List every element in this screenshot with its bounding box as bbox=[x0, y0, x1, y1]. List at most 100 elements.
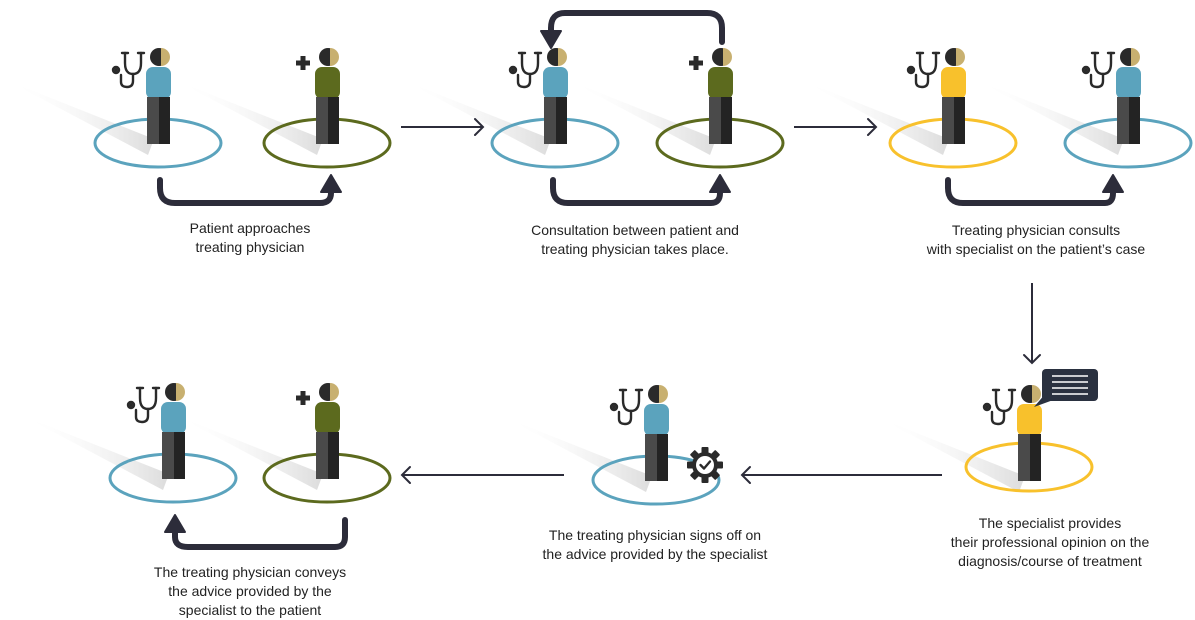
face bbox=[1131, 48, 1140, 66]
caption-line: treating physician bbox=[195, 239, 305, 255]
torso bbox=[315, 67, 340, 99]
stethoscope-icon bbox=[508, 51, 543, 89]
plus-icon bbox=[296, 391, 310, 405]
caption-line: The treating physician signs off on bbox=[548, 527, 762, 543]
leg bbox=[1129, 97, 1140, 144]
flow-arrow bbox=[401, 118, 485, 136]
caption-line: specialist to the patient bbox=[178, 602, 322, 618]
leg bbox=[556, 97, 567, 144]
leg bbox=[159, 97, 170, 144]
caption-step4: The specialist provides their profession… bbox=[920, 514, 1180, 571]
leg bbox=[721, 97, 732, 144]
flow-arrow bbox=[400, 466, 564, 484]
torso bbox=[315, 402, 340, 434]
gear-check-icon bbox=[687, 447, 723, 483]
curved-arrow bbox=[540, 10, 725, 49]
leg bbox=[645, 434, 657, 481]
caption-line: their professional opinion on the bbox=[950, 534, 1150, 550]
caption-step2: Consultation between patient and treatin… bbox=[505, 221, 765, 259]
leg bbox=[954, 97, 965, 144]
torso bbox=[1017, 404, 1042, 436]
caption-line: Treating physician consults bbox=[951, 222, 1121, 238]
curved-arrow bbox=[157, 174, 342, 206]
caption-line: diagnosis/course of treatment bbox=[958, 553, 1142, 569]
doctor-figure bbox=[1116, 48, 1141, 144]
caption-step1: Patient approaches treating physician bbox=[150, 219, 350, 257]
torso bbox=[543, 67, 568, 99]
stethoscope-icon bbox=[111, 51, 146, 89]
stethoscope-icon bbox=[609, 388, 644, 426]
leg bbox=[1030, 434, 1041, 481]
leg bbox=[316, 432, 328, 479]
curved-arrow bbox=[550, 174, 731, 206]
leg bbox=[174, 432, 185, 479]
plus-icon bbox=[689, 56, 703, 70]
leg bbox=[328, 97, 339, 144]
figure-shadow bbox=[570, 81, 716, 155]
torso bbox=[644, 404, 669, 436]
leg bbox=[657, 434, 668, 481]
leg bbox=[147, 97, 159, 144]
torso bbox=[941, 67, 966, 99]
caption-line: The specialist provides bbox=[978, 515, 1122, 531]
torso bbox=[1116, 67, 1141, 99]
face bbox=[956, 48, 965, 66]
curved-arrow bbox=[164, 514, 348, 550]
stethoscope-icon bbox=[982, 388, 1017, 426]
specialist-figure bbox=[1017, 385, 1042, 481]
figure-shadow bbox=[23, 416, 169, 490]
face bbox=[558, 48, 567, 66]
figure-shadow bbox=[8, 81, 154, 155]
face bbox=[723, 48, 732, 66]
stethoscope-icon bbox=[1081, 51, 1116, 89]
patient-figure bbox=[315, 48, 340, 144]
caption-step3: Treating physician consults with special… bbox=[896, 221, 1176, 259]
plus-icon bbox=[296, 56, 310, 70]
stethoscope-icon bbox=[906, 51, 941, 89]
stethoscope-icon bbox=[126, 386, 161, 424]
doctor-figure bbox=[146, 48, 171, 144]
doctor-figure bbox=[543, 48, 568, 144]
speech-bubble-icon bbox=[1034, 369, 1098, 407]
caption-line: Patient approaches bbox=[189, 220, 311, 236]
face bbox=[1032, 385, 1041, 403]
specialist-figure bbox=[941, 48, 966, 144]
caption-line: The treating physician conveys bbox=[153, 564, 347, 580]
figure-shadow bbox=[177, 81, 323, 155]
caption-line: the advice provided by the specialist bbox=[542, 546, 768, 562]
face bbox=[161, 48, 170, 66]
flow-arrow bbox=[1023, 283, 1041, 365]
caption-step5: The treating physician signs off on the … bbox=[515, 526, 795, 564]
torso bbox=[708, 67, 733, 99]
flow-arrow bbox=[740, 466, 942, 484]
figure-shadow bbox=[803, 81, 949, 155]
caption-step6: The treating physician conveys the advic… bbox=[125, 563, 375, 620]
leg bbox=[1117, 97, 1129, 144]
figure-shadow bbox=[978, 81, 1124, 155]
leg bbox=[1018, 434, 1030, 481]
curved-arrow bbox=[945, 174, 1124, 206]
leg bbox=[942, 97, 954, 144]
face bbox=[176, 383, 185, 401]
flow-arrow bbox=[794, 118, 878, 136]
caption-line: Consultation between patient and bbox=[531, 222, 739, 238]
patient-figure bbox=[708, 48, 733, 144]
face bbox=[330, 383, 339, 401]
figure-shadow bbox=[177, 416, 323, 490]
caption-line: the advice provided by the bbox=[168, 583, 332, 599]
torso bbox=[161, 402, 186, 434]
leg bbox=[328, 432, 339, 479]
caption-line: treating physician takes place. bbox=[541, 241, 729, 257]
doctor-figure bbox=[644, 385, 669, 481]
face bbox=[659, 385, 668, 403]
figure-shadow bbox=[405, 81, 551, 155]
leg bbox=[544, 97, 556, 144]
face bbox=[330, 48, 339, 66]
torso bbox=[146, 67, 171, 99]
leg bbox=[709, 97, 721, 144]
figure-shadow bbox=[879, 418, 1025, 492]
figure-shadow bbox=[506, 418, 652, 492]
patient-figure bbox=[315, 383, 340, 479]
caption-line: with specialist on the patient’s case bbox=[926, 241, 1146, 257]
